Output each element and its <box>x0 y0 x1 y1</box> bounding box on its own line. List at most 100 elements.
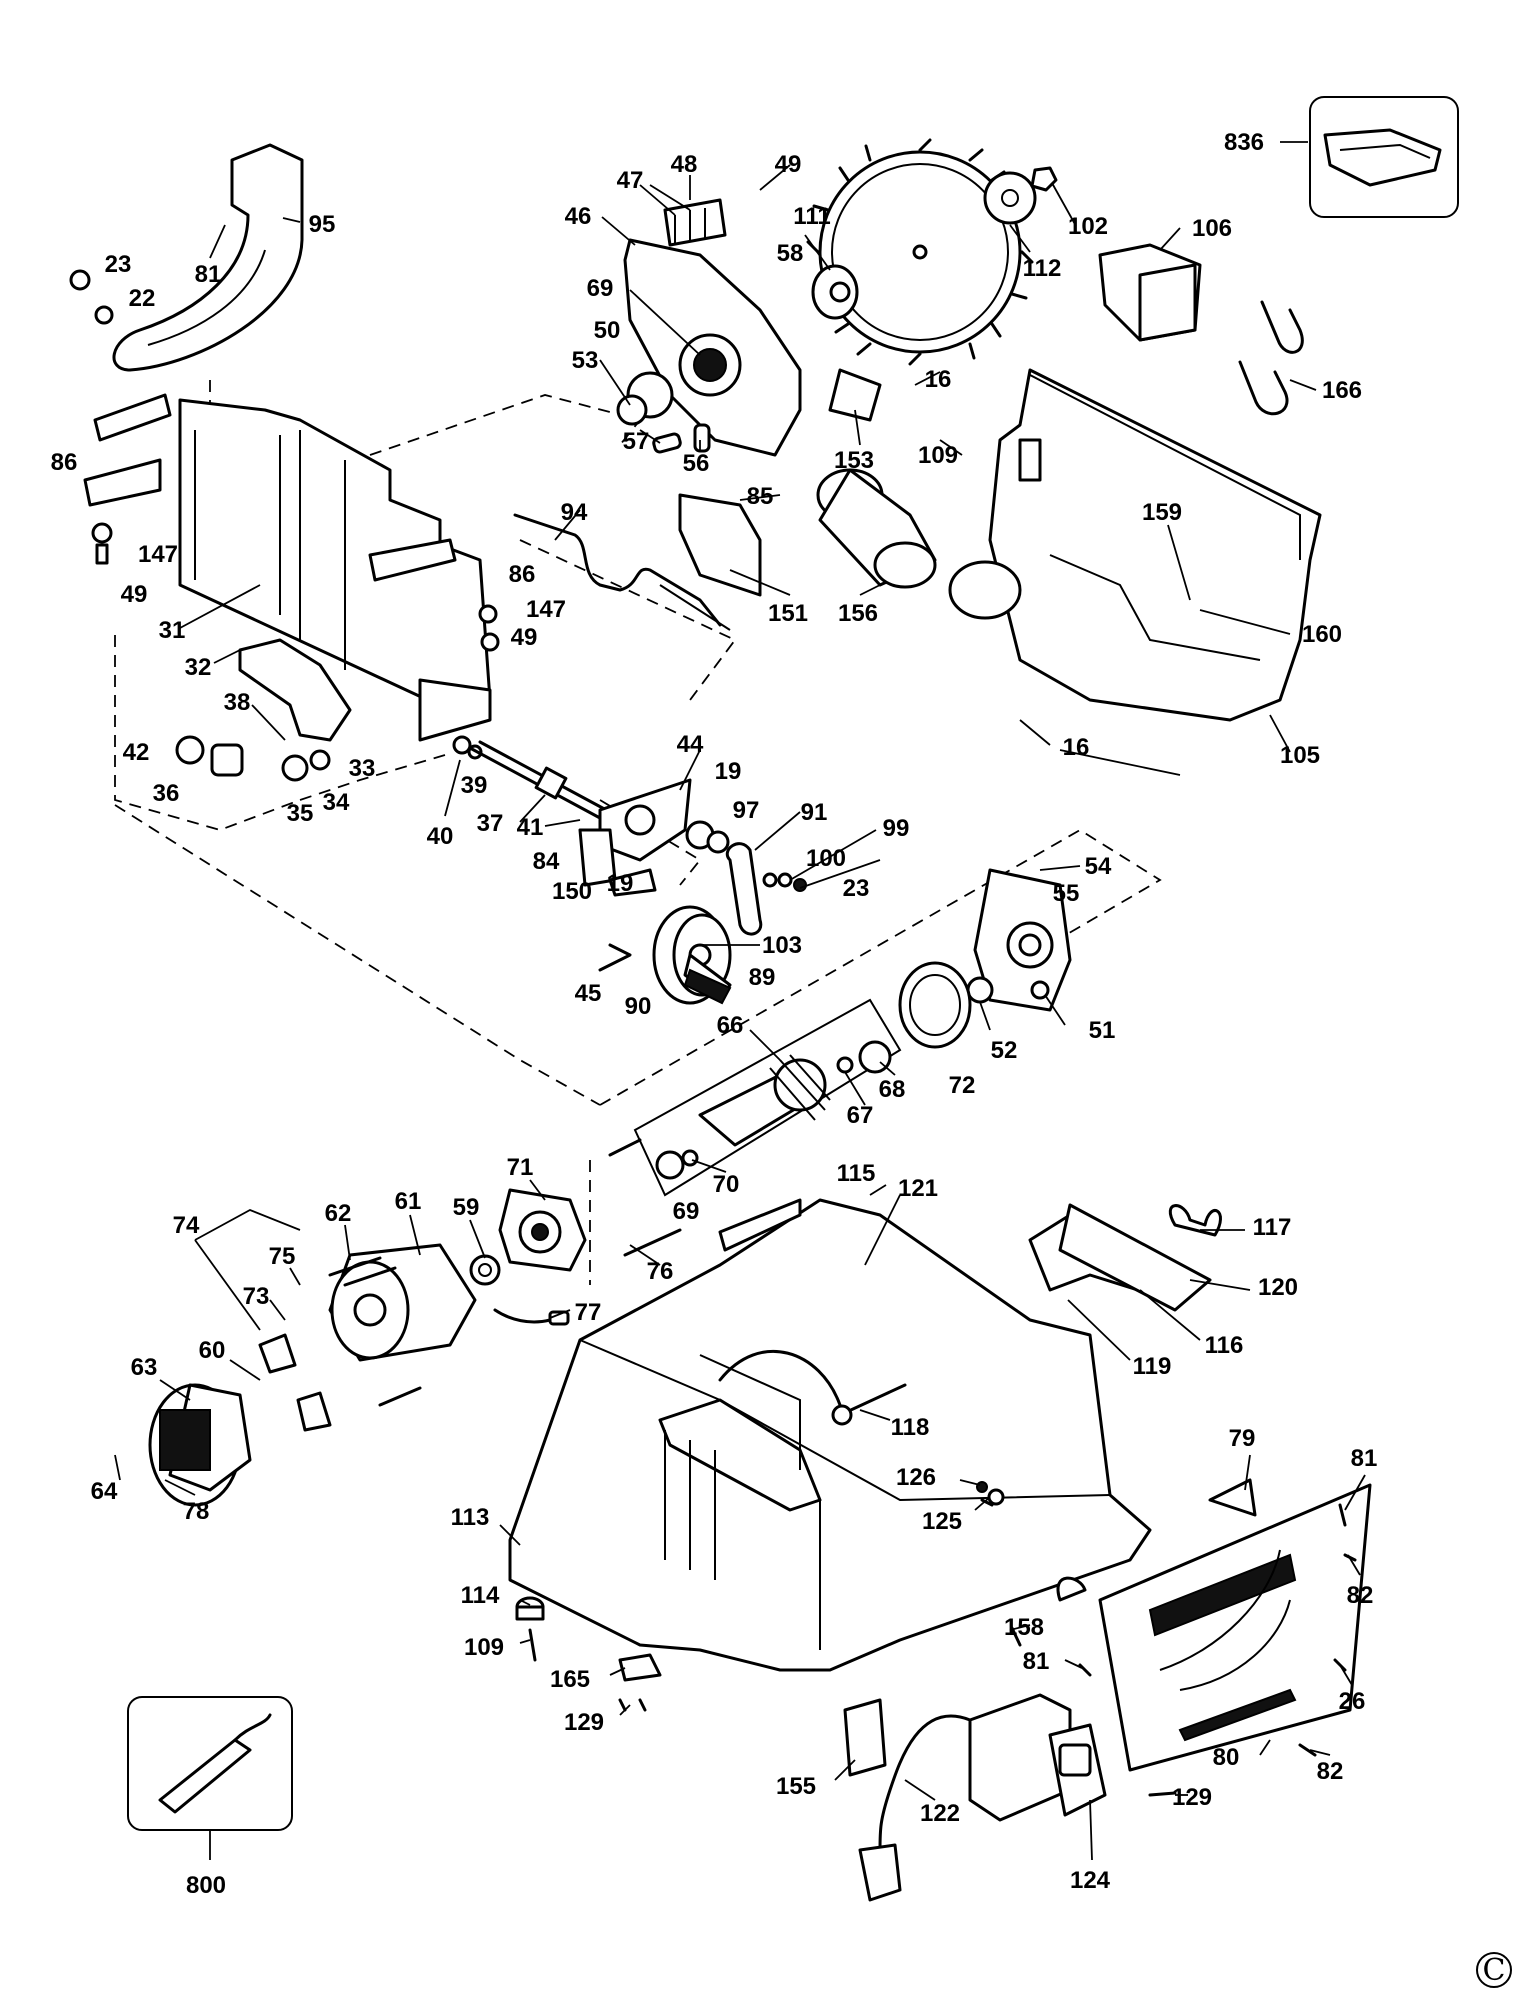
part-callout-60: 60 <box>199 1337 226 1364</box>
part-callout-151: 151 <box>768 600 808 627</box>
part-callout-95: 95 <box>309 211 336 238</box>
part-callout-19: 19 <box>715 758 742 785</box>
part-callout-49: 49 <box>775 151 802 178</box>
crank-rod-94 <box>513 513 731 631</box>
part-callout-102: 102 <box>1068 213 1108 240</box>
part-callout-79: 79 <box>1229 1425 1256 1452</box>
part-callout-42: 42 <box>123 739 150 766</box>
riving-knife-95 <box>112 143 304 372</box>
part-callout-109: 109 <box>464 1634 504 1661</box>
part-callout-165: 165 <box>550 1666 590 1693</box>
part-callout-41: 41 <box>517 814 544 841</box>
part-callout-109: 109 <box>918 442 958 469</box>
part-callout-67: 67 <box>847 1102 874 1129</box>
part-callout-61: 61 <box>395 1188 422 1215</box>
part-callout-19: 19 <box>607 870 634 897</box>
washer-52 <box>966 976 994 1004</box>
bracket-91 <box>726 842 763 936</box>
washers-99-100 <box>762 872 807 892</box>
part-callout-59: 59 <box>453 1194 480 1221</box>
blade-arm-46 <box>616 198 802 457</box>
part-callout-166: 166 <box>1322 377 1362 404</box>
dust-port-156 <box>816 468 937 589</box>
part-callout-62: 62 <box>325 1200 352 1227</box>
part-callout-33: 33 <box>349 755 376 782</box>
brushes-73-60 <box>258 1333 332 1432</box>
part-callout-84: 84 <box>533 848 560 875</box>
part-callout-63: 63 <box>131 1354 158 1381</box>
part-callout-159: 159 <box>1142 499 1182 526</box>
part-callout-32: 32 <box>185 654 212 681</box>
part-callout-34: 34 <box>323 789 350 816</box>
part-callout-58: 58 <box>777 240 804 267</box>
bolt-118 <box>831 1383 907 1426</box>
part-callout-56: 56 <box>683 450 710 477</box>
part-callout-800: 800 <box>186 1872 226 1899</box>
part-callout-66: 66 <box>717 1012 744 1039</box>
part-callout-147: 147 <box>138 541 178 568</box>
part-callout-99: 99 <box>883 815 910 842</box>
bearing-59 <box>469 1254 501 1286</box>
part-callout-69: 69 <box>587 275 614 302</box>
saw-frame-31 <box>83 393 492 742</box>
cover-151 <box>678 493 762 597</box>
part-callout-23: 23 <box>105 251 132 278</box>
part-callout-74: 74 <box>173 1212 200 1239</box>
part-callout-106: 106 <box>1192 215 1232 242</box>
part-callout-116: 116 <box>1205 1332 1244 1359</box>
part-callout-120: 120 <box>1258 1274 1298 1301</box>
part-callout-86: 86 <box>509 561 536 588</box>
part-callout-35: 35 <box>287 800 314 827</box>
wing-nut-117 <box>1168 1204 1222 1237</box>
brush-holder-71 <box>498 1188 587 1272</box>
part-callout-69: 69 <box>673 1198 700 1225</box>
part-callout-158: 158 <box>1004 1614 1044 1641</box>
part-callout-86: 86 <box>51 449 78 476</box>
leader-lines <box>114 141 1366 1861</box>
part-callout-16: 16 <box>1063 734 1090 761</box>
quadrant-79 <box>1056 1478 1257 1602</box>
plate-153 <box>828 368 882 422</box>
part-callout-40: 40 <box>427 823 454 850</box>
part-callout-129: 129 <box>564 1709 604 1736</box>
part-callout-80: 80 <box>1213 1744 1240 1771</box>
part-callout-117: 117 <box>1253 1214 1292 1241</box>
part-callout-85: 85 <box>747 483 774 510</box>
lead-screw-37 <box>468 740 612 820</box>
part-callout-44: 44 <box>677 731 704 758</box>
part-callout-82: 82 <box>1317 1758 1344 1785</box>
pin-45 <box>598 943 632 972</box>
cord-122 <box>858 1714 972 1902</box>
part-callout-49: 49 <box>511 624 538 651</box>
part-callout-155: 155 <box>776 1773 816 1800</box>
cable-77 <box>493 1308 570 1326</box>
part-callout-51: 51 <box>1089 1017 1116 1044</box>
inset-836 <box>1309 96 1459 218</box>
part-callout-53: 53 <box>572 347 599 374</box>
part-callout-36: 36 <box>153 780 180 807</box>
part-callout-26: 26 <box>1339 1688 1366 1715</box>
part-callout-23: 23 <box>843 875 870 902</box>
bracket-32 <box>238 638 352 742</box>
part-callout-156: 156 <box>838 600 878 627</box>
blade-washer-112 <box>983 171 1037 225</box>
part-callout-38: 38 <box>224 689 251 716</box>
stator-61 <box>328 1243 477 1362</box>
part-callout-47: 47 <box>617 167 644 194</box>
part-callout-122: 122 <box>920 1800 960 1827</box>
blade-guard-105 <box>948 368 1322 722</box>
copyright-mark: C <box>1476 1952 1512 1988</box>
motor-end-51 <box>973 868 1072 1012</box>
part-callout-81: 81 <box>1351 1445 1378 1472</box>
part-callout-57: 57 <box>623 428 650 455</box>
part-callout-71: 71 <box>507 1154 534 1181</box>
fan-shroud-72 <box>898 961 972 1049</box>
part-callout-77: 77 <box>575 1299 602 1326</box>
inset-800 <box>127 1696 293 1860</box>
part-callout-45: 45 <box>575 980 602 1007</box>
part-callout-37: 37 <box>477 810 504 837</box>
part-callout-111: 111 <box>793 203 830 230</box>
part-callout-81: 81 <box>195 261 222 288</box>
